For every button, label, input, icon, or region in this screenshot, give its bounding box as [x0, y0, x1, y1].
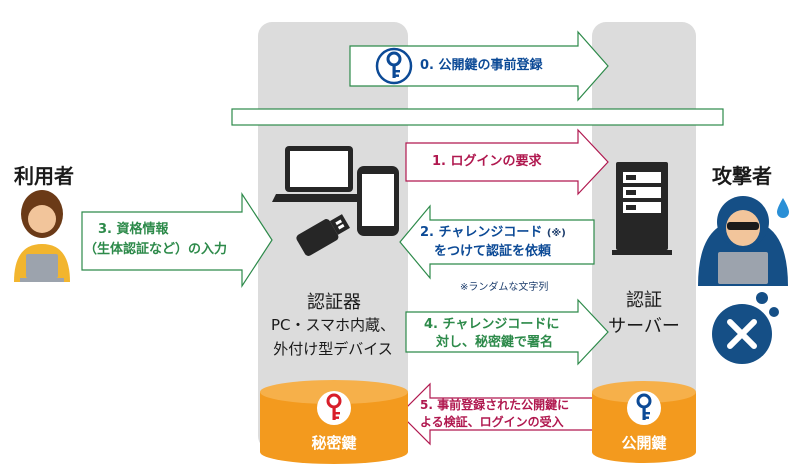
step2-text-line1: 2. チャレンジコード (※): [420, 224, 566, 243]
step1-text: 1. ログインの要求: [432, 154, 542, 169]
server-icon: [612, 162, 672, 255]
server-label-line2: サーバー: [608, 316, 680, 337]
step3-arrow: [81, 191, 273, 289]
authenticator-desc-line1: PC・スマホ内蔵、: [270, 316, 396, 334]
blue-key-icon-bottom: [627, 391, 661, 425]
authenticator-desc-line2: 外付け型デバイス: [273, 340, 393, 358]
laptop-icon: [272, 146, 366, 202]
step4-arrow: [405, 298, 609, 366]
blue-key-icon-top: [375, 47, 413, 85]
step3-text-line2: （生体認証など）の入力: [84, 242, 228, 257]
red-key-icon: [317, 391, 351, 425]
step5-text-line1: 5. 事前登録された公開鍵に: [420, 398, 570, 412]
attacker-avatar-icon: [698, 196, 789, 286]
smartphone-icon: [357, 166, 399, 236]
step4-text-line1: 4. チャレンジコードに: [424, 317, 560, 332]
attacker-label: 攻撃者: [712, 164, 772, 188]
step2-arrow: [399, 204, 595, 280]
step2-text-main: 2. チャレンジコード: [420, 225, 543, 240]
separator-bar: [231, 108, 724, 126]
step2-text-line2: をつけて認証を依頼: [434, 244, 552, 259]
step5-text-line2: よる検証、ログインの受入: [420, 415, 564, 429]
step0-text: 0. 公開鍵の事前登録: [420, 58, 543, 73]
step2-text-mark: (※): [546, 228, 566, 239]
step1-arrow: [405, 128, 609, 196]
step3-text-line1: 3. 資格情報: [98, 222, 169, 237]
step5-arrow: [399, 382, 595, 446]
user-label: 利用者: [14, 164, 74, 188]
authenticator-label: 認証器: [307, 292, 361, 313]
user-avatar-icon: [14, 190, 70, 282]
public-key-label: 公開鍵: [621, 434, 667, 452]
server-label-line1: 認証: [626, 290, 662, 311]
step2-note: ※ランダムな文字列: [460, 282, 549, 293]
usb-key-icon: [296, 214, 350, 256]
cross-icon: [712, 292, 779, 364]
step0-arrow: [349, 30, 609, 102]
secret-key-label: 秘密鍵: [311, 434, 357, 452]
step4-text-line2: 対し、秘密鍵で署名: [436, 335, 554, 350]
